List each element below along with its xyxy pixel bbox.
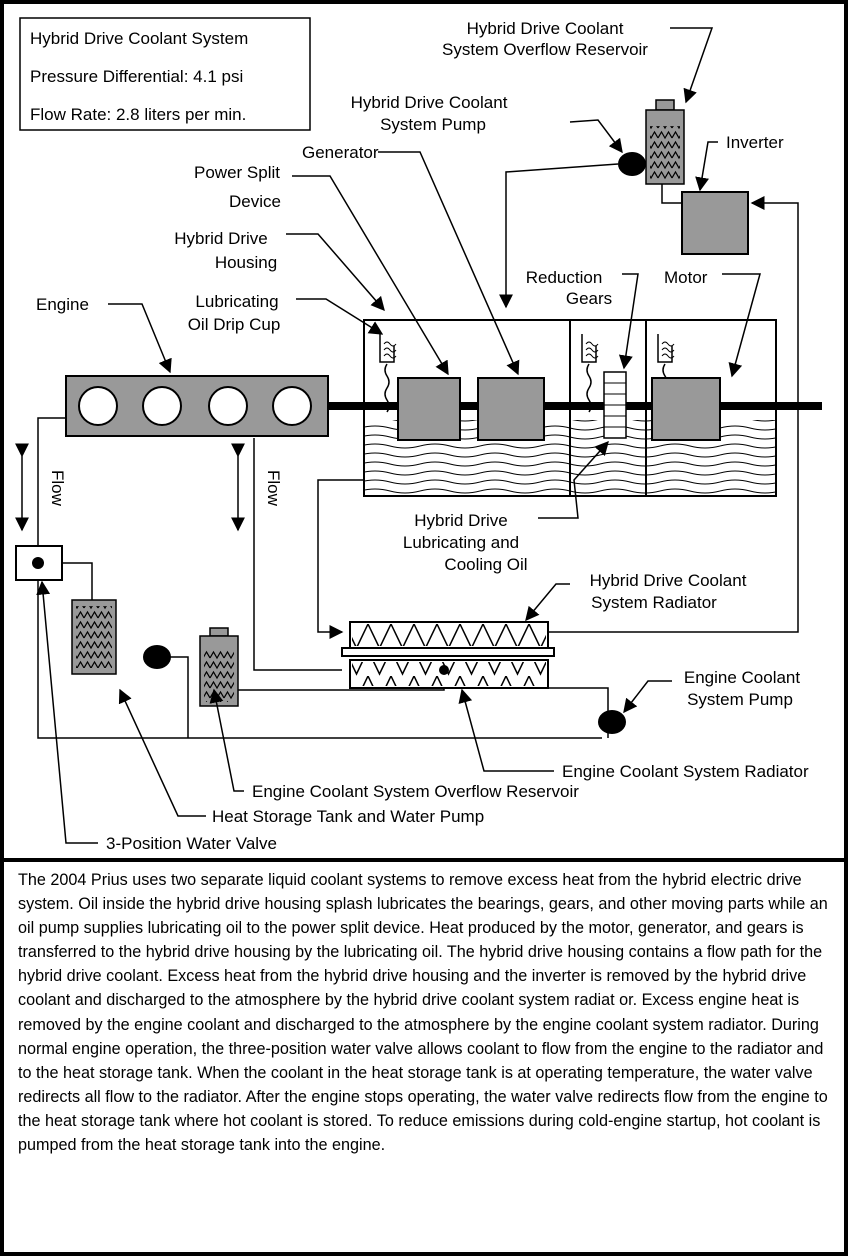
label-engine: Engine bbox=[36, 295, 89, 314]
hd-radiator bbox=[349, 621, 549, 649]
label-drip-cup-2: Oil Drip Cup bbox=[188, 315, 281, 334]
label-hd-pump-2: System Pump bbox=[380, 115, 486, 134]
label-hd-radiator-1: Hybrid Drive Coolant bbox=[590, 571, 747, 590]
motor bbox=[651, 377, 721, 441]
label-eng-reservoir: Engine Coolant System Overflow Reservoir bbox=[252, 782, 579, 801]
label-motor: Motor bbox=[664, 268, 708, 287]
label-housing-2: Housing bbox=[215, 253, 277, 272]
label-heat-tank: Heat Storage Tank and Water Pump bbox=[212, 807, 484, 826]
label-lube-oil-3: Cooling Oil bbox=[444, 555, 527, 574]
label-generator: Generator bbox=[302, 143, 379, 162]
heat-tank-pump bbox=[143, 645, 171, 669]
engine-overflow-reservoir bbox=[199, 627, 239, 707]
engine-pump bbox=[598, 710, 626, 734]
label-power-split-1: Power Split bbox=[194, 163, 280, 182]
hd-pump bbox=[618, 152, 646, 176]
info-title: Hybrid Drive Coolant System bbox=[30, 29, 248, 48]
engine-radiator bbox=[349, 659, 549, 689]
label-hd-radiator-2: System Radiator bbox=[591, 593, 717, 612]
generator bbox=[477, 377, 545, 441]
label-reduction-1: Reduction bbox=[526, 268, 603, 287]
engine bbox=[65, 375, 329, 437]
label-hd-pump-1: Hybrid Drive Coolant bbox=[351, 93, 508, 112]
label-eng-pump-1: Engine Coolant bbox=[684, 668, 801, 687]
info-box: Hybrid Drive Coolant System Pressure Dif… bbox=[19, 17, 311, 131]
hd-overflow-reservoir bbox=[645, 99, 685, 185]
labels: Hybrid Drive Coolant System Overflow Res… bbox=[174, 19, 800, 709]
labels-left-aligned: Generator Inverter Motor Engine Engine C… bbox=[36, 133, 809, 853]
label-water-valve: 3-Position Water Valve bbox=[106, 834, 277, 853]
leader-lines bbox=[36, 27, 761, 844]
label-flow-right: Flow bbox=[264, 470, 283, 507]
label-hd-overflow-reservoir-2: System Overflow Reservoir bbox=[442, 40, 648, 59]
drive-shaft bbox=[326, 402, 822, 410]
info-pressure: Pressure Differential: 4.1 psi bbox=[30, 67, 243, 86]
radiator-divider bbox=[341, 647, 555, 657]
heat-storage-tank bbox=[71, 599, 117, 675]
label-lube-oil-2: Lubricating and bbox=[403, 533, 519, 552]
inverter bbox=[681, 191, 749, 255]
label-lube-oil-1: Hybrid Drive bbox=[414, 511, 508, 530]
water-valve bbox=[15, 545, 63, 581]
label-flow-left: Flow bbox=[48, 470, 67, 507]
label-eng-radiator: Engine Coolant System Radiator bbox=[562, 762, 809, 781]
description-text: The 2004 Prius uses two separate liquid … bbox=[18, 871, 828, 1155]
info-flow: Flow Rate: 2.8 liters per min. bbox=[30, 105, 246, 124]
label-inverter: Inverter bbox=[726, 133, 784, 152]
label-drip-cup-1: Lubricating bbox=[195, 292, 278, 311]
label-reduction-2: Gears bbox=[566, 289, 612, 308]
power-split-device bbox=[397, 377, 461, 441]
reduction-gears bbox=[603, 371, 627, 439]
label-eng-pump-2: System Pump bbox=[687, 690, 793, 709]
label-power-split-2: Device bbox=[229, 192, 281, 211]
label-housing-1: Hybrid Drive bbox=[174, 229, 268, 248]
label-hd-overflow-reservoir-1: Hybrid Drive Coolant bbox=[467, 19, 624, 38]
